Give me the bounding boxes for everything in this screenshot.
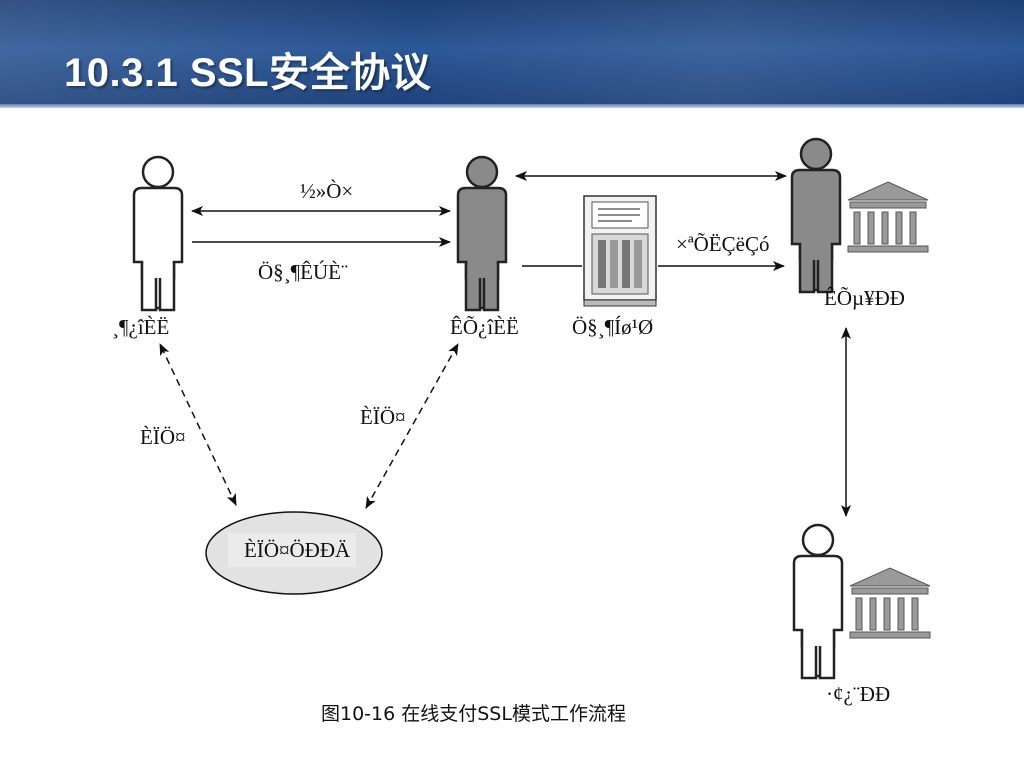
merchant-figure-icon [456, 155, 508, 312]
edge-label-payment-request: Ö§¸¶ÊÚÈ¨ [258, 260, 348, 284]
edge-label-consumer-certification: ÈÏÖ¤ [140, 425, 186, 449]
slide-title: 10.3.1 SSL安全协议 [64, 51, 432, 95]
figure-caption: 图10-16 在线支付SSL模式工作流程 [321, 703, 626, 725]
edge-label-transaction: ½»Ò× [300, 179, 353, 203]
slide-header: 10.3.1 SSL安全协议 [0, 0, 1024, 108]
issuing-bank-building-icon [849, 567, 931, 639]
edge-label-transfer-request: ×ªÕËÇëÇó [676, 232, 769, 256]
issuing-bank-figure-icon [792, 523, 844, 680]
acquiring-bank-building-icon [847, 181, 929, 253]
node-label-issuing-bank: ·¢¿¨ÐÐ [826, 682, 890, 706]
node-label-acquiring-bank: ÊÕµ¥ÐÐ [824, 286, 905, 310]
consumer-figure-icon [132, 155, 184, 312]
node-label-consumer: ¸¶¿îÈË [112, 315, 169, 339]
acquiring-bank-figure-icon [790, 137, 842, 294]
certificate-authority-label-bg [228, 533, 356, 567]
node-label-payment-gateway: Ö§¸¶Íø¹Ø [572, 315, 653, 339]
node-label-merchant: ÊÕ¿îÈË [450, 315, 519, 339]
node-label-certificate-authority: ÈÏÖ¤ÖÐÐÄ [244, 538, 351, 562]
payment-gateway-server-icon [583, 195, 657, 307]
header-shine [0, 0, 1024, 108]
header-divider [0, 104, 1024, 108]
merchant-certification-arrow [365, 343, 459, 509]
consumer-certification-arrow [159, 343, 237, 506]
edge-label-merchant-certification: ÈÏÖ¤ [360, 405, 406, 429]
